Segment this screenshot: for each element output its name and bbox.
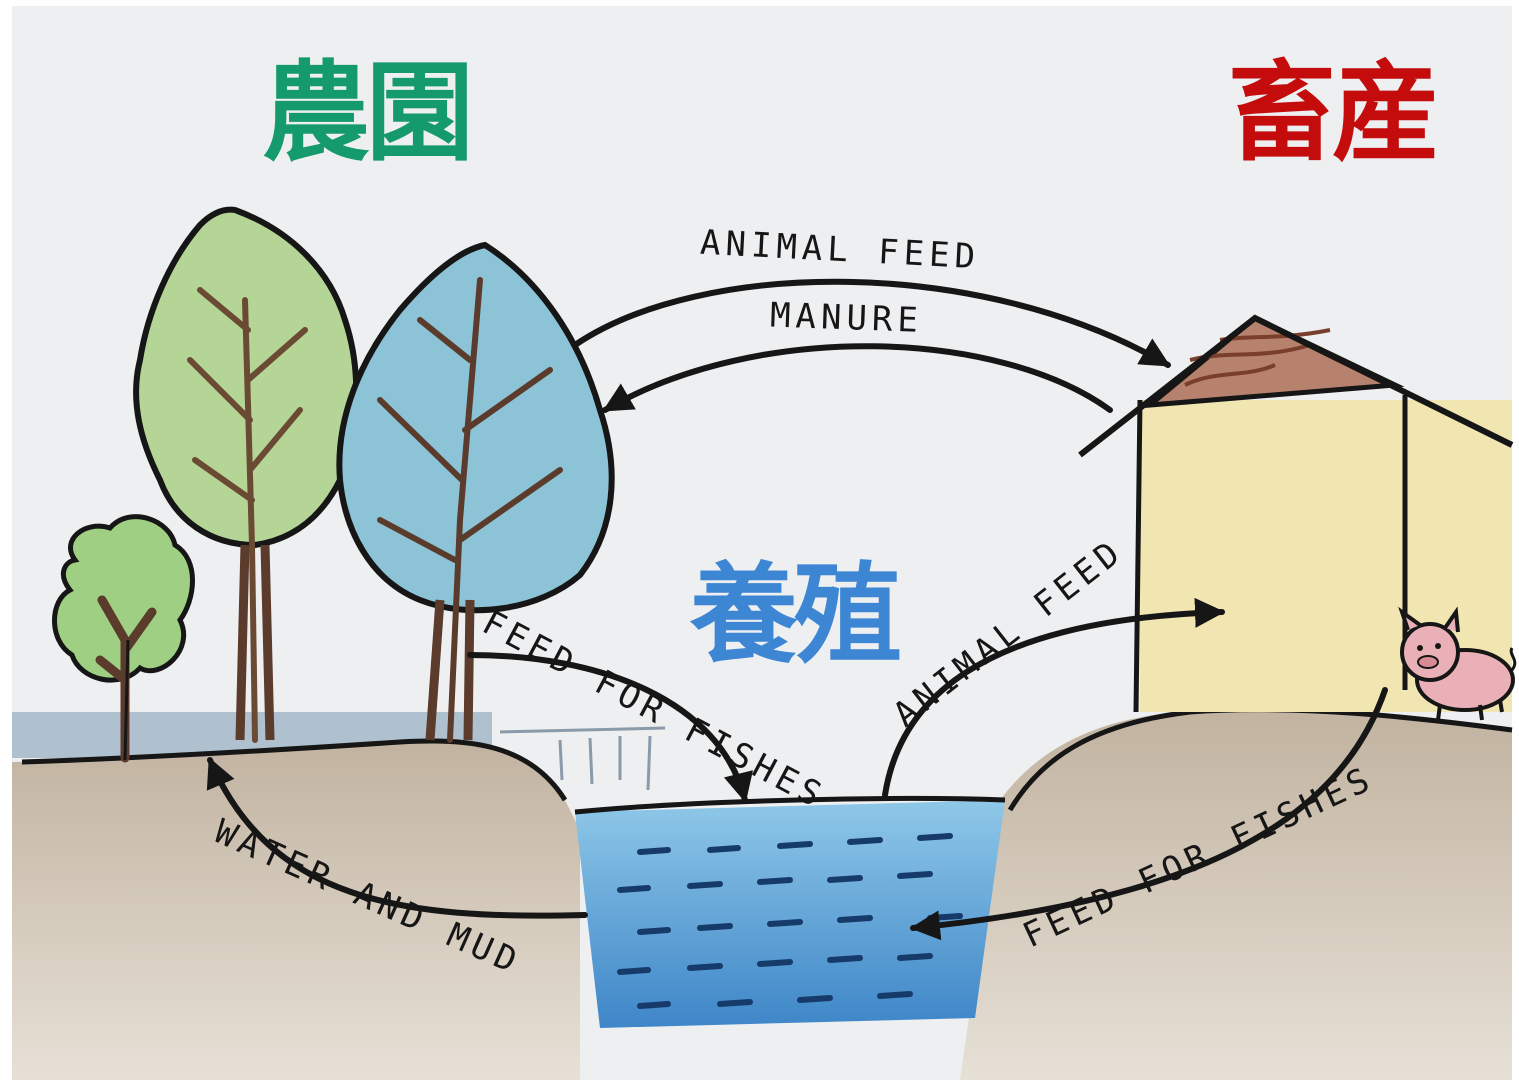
small-tree-icon bbox=[52, 514, 195, 763]
arrow-icon bbox=[602, 343, 1113, 413]
arrow-icon bbox=[882, 597, 1225, 798]
right-ground bbox=[960, 710, 1512, 1080]
arrow-icon bbox=[206, 757, 588, 919]
aquaculture-title: 養殖 bbox=[690, 553, 902, 678]
cycle-arrows bbox=[206, 278, 1388, 941]
arrow-icon bbox=[910, 687, 1388, 941]
blue-tree-icon bbox=[336, 241, 615, 743]
arrow-icon bbox=[467, 652, 753, 803]
arrow-icon bbox=[572, 278, 1171, 368]
livestock-title: 畜産 bbox=[1228, 51, 1440, 176]
farm-title: 農園 bbox=[262, 51, 474, 176]
pond-icon bbox=[574, 796, 1006, 1028]
waterfall-icon bbox=[499, 726, 666, 791]
pig-icon bbox=[1398, 606, 1517, 721]
green-tree-icon bbox=[133, 206, 360, 743]
left-ground bbox=[12, 739, 580, 1080]
label-manure: MANURE bbox=[769, 296, 923, 341]
